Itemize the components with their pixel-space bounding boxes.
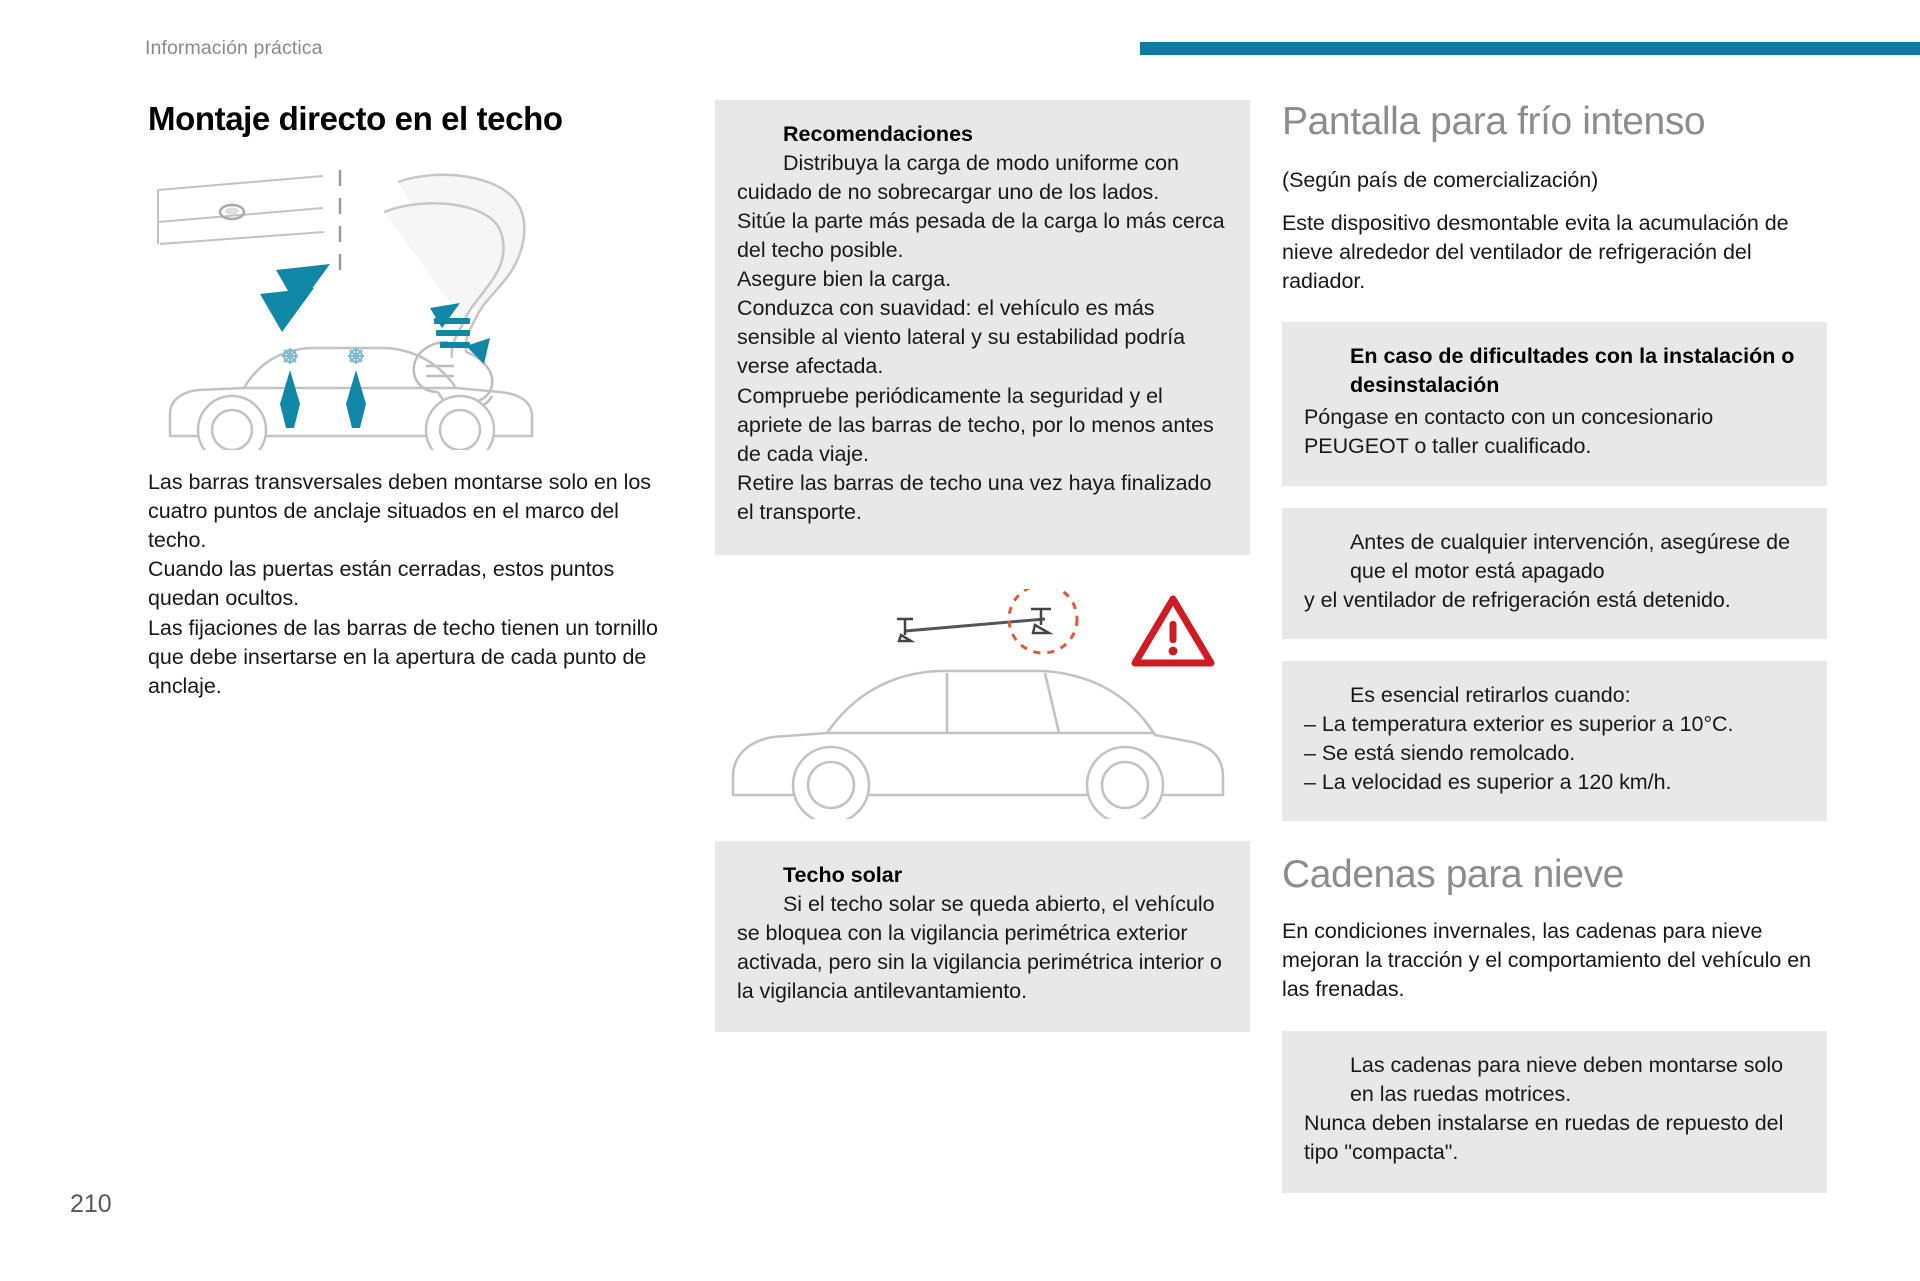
running-head: Información práctica bbox=[145, 37, 323, 59]
left-paragraph-1: Las barras transversales deben montarse … bbox=[148, 469, 651, 553]
intro-pantalla: Este dispositivo desmontable evita la ac… bbox=[1282, 210, 1789, 294]
left-paragraph-3: Las fijaciones de las barras de techo ti… bbox=[148, 615, 658, 698]
callout-list-item: – La velocidad es superior a 120 km/h. bbox=[1304, 770, 1672, 795]
callout-list-item: – La temperatura exterior es superior a … bbox=[1304, 712, 1734, 737]
roof-bar-mounting-svg bbox=[157, 169, 534, 450]
vehicle-roof-bars-warning-diagram bbox=[715, 589, 1250, 820]
callout-recomendaciones: Recomendaciones Distribuya la carga de m… bbox=[715, 100, 1250, 556]
left-column: Montaje directo en el techo bbox=[148, 100, 668, 701]
callout-heading: Techo solar bbox=[783, 863, 903, 888]
callout-list-item: – Se está siendo remolcado. bbox=[1304, 741, 1576, 766]
section-title-cadenas: Cadenas para nieve bbox=[1282, 853, 1624, 897]
callout-paragraph: Retire las barras de techo una vez haya … bbox=[737, 470, 1212, 525]
header-accent-bar bbox=[1140, 42, 1920, 55]
callout-first-line: Las cadenas para nieve deben montarse so… bbox=[1350, 1052, 1783, 1106]
left-paragraph-2: Cuando las puertas están cerradas, estos… bbox=[148, 557, 615, 611]
middle-column: Recomendaciones Distribuya la carga de m… bbox=[715, 100, 1250, 1033]
highlight-circle bbox=[1007, 589, 1079, 655]
subtitle-market: (Según país de comercialización) bbox=[1282, 167, 1599, 192]
right-column: Pantalla para frío intenso (Según país d… bbox=[1282, 100, 1827, 1194]
callout-techo-solar: Techo solar Si el techo solar se queda a… bbox=[715, 841, 1250, 1033]
callout-cadenas-nieve: Las cadenas para nieve deben montarse so… bbox=[1282, 1030, 1827, 1194]
callout-first-line: Es esencial retirarlos cuando: bbox=[1350, 682, 1631, 707]
roof-bar-mounting-diagram bbox=[148, 160, 668, 450]
callout-instalacion-info: En caso de dificultades con la instalaci… bbox=[1282, 322, 1827, 486]
callout-first-line: Si el techo solar se queda abierto, el v… bbox=[737, 891, 1222, 1004]
callout-body: Póngase en contacto con un concesionario… bbox=[1304, 405, 1714, 459]
callout-body: Nunca deben instalarse en ruedas de repu… bbox=[1304, 1110, 1784, 1164]
page-number: 210 bbox=[70, 1190, 112, 1218]
callout-body: y el ventilador de refrigeración está de… bbox=[1304, 587, 1731, 612]
left-body-text: Las barras transversales deben montarse … bbox=[148, 468, 668, 701]
callout-paragraph: Compruebe periódicamente la seguridad y … bbox=[737, 383, 1214, 466]
callout-heading: En caso de dificultades con la instalaci… bbox=[1350, 344, 1795, 397]
intro-cadenas: En condiciones invernales, las cadenas p… bbox=[1282, 919, 1812, 1002]
page-title: Montaje directo en el techo bbox=[148, 100, 563, 137]
vehicle-roof-bars-warning-svg bbox=[731, 589, 1225, 820]
callout-antes-intervencion: Antes de cualquier intervención, asegúre… bbox=[1282, 507, 1827, 639]
callout-paragraph: Sitúe la parte más pesada de la carga lo… bbox=[737, 208, 1225, 262]
callout-paragraph: Conduzca con suavidad: el vehículo es má… bbox=[737, 296, 1186, 379]
callout-first-line: Antes de cualquier intervención, asegúre… bbox=[1350, 529, 1790, 583]
anchor-point-marker bbox=[282, 347, 364, 364]
callout-es-esencial: Es esencial retirarlos cuando: – La temp… bbox=[1282, 660, 1827, 822]
callout-paragraph: Asegure bien la carga. bbox=[737, 267, 952, 292]
section-title-pantalla: Pantalla para frío intenso bbox=[1282, 100, 1706, 143]
warning-triangle-icon bbox=[1131, 595, 1215, 667]
callout-heading: Recomendaciones bbox=[783, 122, 973, 146]
callout-first-line: Distribuya la carga de modo uniforme con… bbox=[737, 150, 1179, 204]
